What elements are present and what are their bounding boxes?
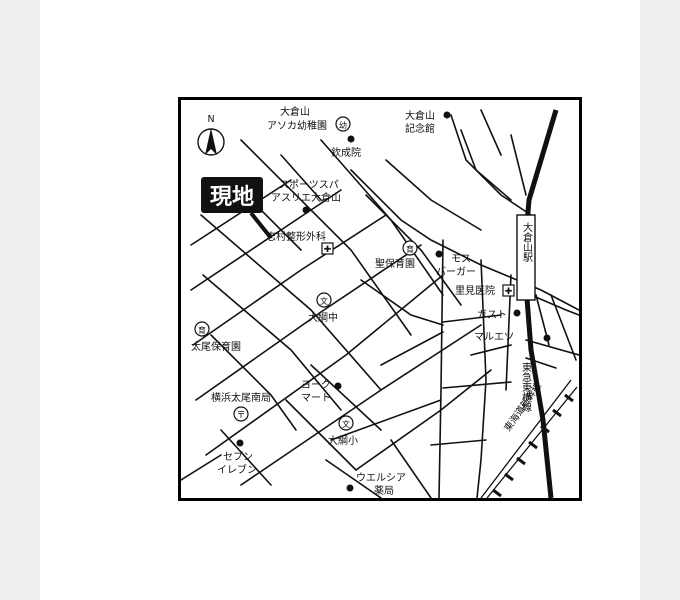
seiho-label: 聖保育園: [375, 257, 415, 270]
poi-dot-icon: [347, 135, 355, 143]
nursery-icon: 育: [194, 321, 210, 337]
nursery-icon: 育: [402, 240, 418, 256]
svg-text:育: 育: [406, 244, 414, 254]
welcia-label-line1: ウエルシア: [356, 472, 406, 484]
site-label: 現地: [210, 185, 254, 210]
svg-text:幼: 幼: [339, 120, 347, 130]
seven-label-line1: セブン: [223, 450, 253, 463]
poi-post-office[interactable]: 横浜太尾南局 〒: [211, 391, 271, 422]
poi-dot-icon: [236, 439, 244, 447]
svg-text:〒: 〒: [236, 411, 245, 421]
poi-gusto[interactable]: ガスト: [477, 309, 521, 321]
poi-asoka-kindergarten[interactable]: 大倉山 アソカ幼稚園 幼: [267, 105, 351, 132]
svg-text:育: 育: [198, 325, 206, 335]
poi-shimura-clinic[interactable]: 志村整形外科 ✚: [266, 230, 334, 255]
svg-text:文: 文: [342, 419, 350, 429]
kinenkan-label-line2: 記念館: [405, 122, 435, 135]
poi-york-mart[interactable]: ヨーク マート: [301, 379, 342, 404]
maruetsu-label: マルエツ: [474, 332, 514, 343]
poi-satomi-clinic[interactable]: 里見医院 ✚: [455, 284, 515, 297]
post-office-label: 横浜太尾南局: [211, 391, 271, 404]
poi-dot-icon: [513, 309, 521, 317]
site-marker[interactable]: 現地: [201, 177, 273, 240]
poi-tsunashima-junior-high[interactable]: 文 大綱中: [308, 292, 338, 324]
poi-dot-icon: [302, 206, 310, 214]
york-label-line1: ヨーク: [301, 379, 331, 391]
kinseiin-label: 欽成院: [331, 146, 361, 159]
north-arrow-icon: N: [197, 114, 225, 156]
toyoko-line-label: 東急東横線: [520, 361, 532, 412]
poi-dot-icon: [346, 484, 354, 492]
kindergarten-icon: 幼: [335, 116, 351, 132]
tsunashima-sho-label: 大綱小: [328, 434, 358, 447]
svg-text:✚: ✚: [324, 245, 332, 255]
poi-dot-icon: [543, 334, 551, 342]
sports-label-line2: アスリエ大倉山: [271, 191, 341, 204]
road-network: [181, 109, 579, 498]
post-office-icon: 〒: [233, 406, 249, 422]
svg-text:文: 文: [320, 296, 328, 306]
tao-hoikuen-label: 太尾保育園: [191, 340, 241, 353]
poi-tsunashima-elementary[interactable]: 文 大綱小: [328, 415, 358, 447]
area-map[interactable]: 大倉山駅 N 現地 大倉山 アソカ幼稚園: [181, 100, 579, 498]
station-label: 大倉山駅: [521, 221, 533, 263]
tokaido-shinkansen-rail: [480, 379, 578, 498]
poi-mos-burger[interactable]: モス バーガー: [435, 250, 477, 279]
poi-welcia[interactable]: ウエルシア 薬局: [346, 472, 407, 497]
poi-kinseiin[interactable]: 欽成院: [331, 135, 361, 160]
welcia-label-line2: 薬局: [374, 485, 394, 497]
page-sheet: 大倉山駅 N 現地 大倉山 アソカ幼稚園: [40, 0, 640, 600]
hospital-icon: ✚: [502, 284, 515, 297]
asoka-label-line1: 大倉山: [280, 105, 310, 118]
svg-text:✚: ✚: [505, 287, 513, 297]
map-frame[interactable]: 大倉山駅 N 現地 大倉山 アソカ幼稚園: [178, 97, 582, 501]
shimura-label: 志村整形外科: [266, 230, 326, 243]
poi-okurayama-kinenkan[interactable]: 大倉山 記念館: [405, 109, 451, 135]
seven-label-line2: イレブン: [217, 463, 257, 476]
toyoko-line-rail: [521, 109, 559, 498]
satomi-label: 里見医院: [455, 284, 495, 297]
poi-dot-icon: [443, 111, 451, 119]
school-icon: 文: [316, 292, 332, 308]
mos-label-line2: バーガー: [436, 266, 476, 278]
poi-sports-spa[interactable]: スポーツスパ アスリエ大倉山: [271, 179, 341, 214]
asoka-label-line2: アソカ幼稚園: [267, 119, 327, 132]
poi-dot-icon: [334, 382, 342, 390]
kinenkan-label-line1: 大倉山: [405, 109, 435, 122]
school-icon: 文: [338, 415, 354, 431]
north-label: N: [207, 114, 214, 125]
poi-tao-nursery[interactable]: 育 太尾保育園: [191, 321, 241, 353]
poi-dot-icon: [435, 250, 443, 258]
sports-label-line1: スポーツスパ: [279, 179, 339, 191]
tsunashima-chu-label: 大綱中: [308, 311, 338, 324]
poi-seven-eleven[interactable]: セブン イレブン: [217, 439, 257, 477]
mos-label-line1: モス: [451, 254, 471, 265]
poi-sei-nursery[interactable]: 育 聖保育園: [375, 240, 418, 270]
okurayama-station[interactable]: 大倉山駅: [516, 214, 536, 301]
hospital-icon: ✚: [321, 242, 334, 255]
york-label-line2: マート: [301, 393, 331, 404]
gusto-label: ガスト: [477, 309, 507, 321]
poi-maruetsu[interactable]: マルエツ: [474, 332, 551, 343]
